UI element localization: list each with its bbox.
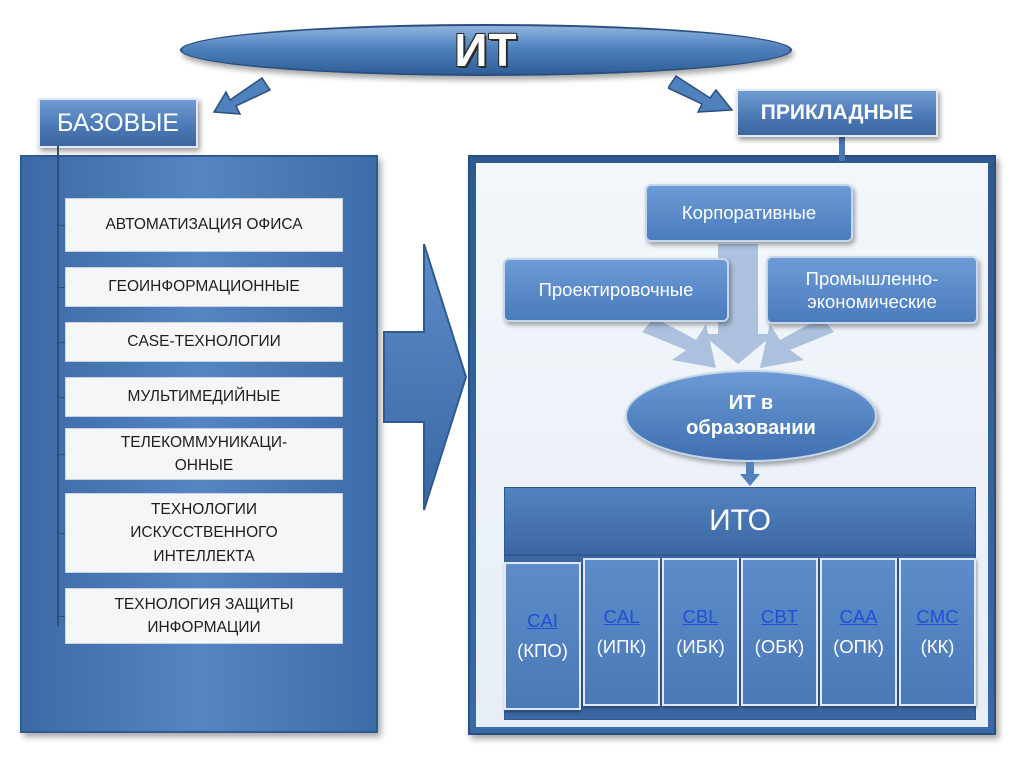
base-tick	[57, 397, 65, 398]
ito-cell-sub: (КК)	[920, 636, 955, 657]
diagram-title: ИТ	[454, 24, 518, 76]
ito-cell-sub: (ИПК)	[596, 636, 647, 657]
ito-cell[interactable]: CMC (КК)	[899, 558, 976, 706]
ito-cell[interactable]: CBT (ОБК)	[741, 558, 818, 706]
ito-cell-link[interactable]: CBT	[761, 606, 798, 628]
ito-base	[504, 555, 976, 720]
applied-connector	[839, 137, 845, 161]
base-tick	[57, 287, 65, 288]
ito-cell[interactable]: CAI (КПО)	[504, 562, 581, 710]
base-connector-line	[57, 146, 59, 626]
ito-cell-sub: (ОПК)	[833, 636, 884, 657]
base-tick	[57, 225, 65, 226]
ito-cell-sub: (ИБК)	[676, 636, 725, 657]
base-item: CASE-ТЕХНОЛОГИИ	[65, 322, 343, 362]
ito-bar: ИТО	[504, 487, 976, 555]
corporate-box: Корпоративные	[645, 184, 853, 242]
base-item: МУЛЬТИМЕДИЙНЫЕ	[65, 377, 343, 417]
ito-cell-link[interactable]: CAA	[839, 606, 878, 628]
base-tick	[57, 616, 65, 617]
base-item: АВТОМАТИЗАЦИЯ ОФИСА	[65, 198, 343, 252]
arrow-to-applied-icon	[668, 74, 734, 113]
ito-cell[interactable]: CAL (ИПК)	[583, 558, 660, 706]
ito-cell-sub: (ОБК)	[754, 636, 805, 657]
ito-cell[interactable]: CBL (ИБК)	[662, 558, 739, 706]
ito-cell-link[interactable]: CBL	[682, 606, 719, 628]
industrial-economic-box: Промышленно- экономические	[766, 256, 978, 324]
ito-cell-link[interactable]: CAI	[527, 610, 558, 632]
ito-cell-link[interactable]: CMC	[916, 606, 959, 628]
base-item: ТЕХНОЛОГИИ ИСКУССТВЕННОГО ИНТЕЛЛЕКТА	[65, 493, 343, 573]
ito-cell-link[interactable]: CAL	[603, 606, 640, 628]
base-tick	[57, 342, 65, 343]
base-item: ГЕОИНФОРМАЦИОННЫЕ	[65, 267, 343, 307]
arrow-to-base-icon	[212, 76, 272, 115]
it-education-ellipse: ИТ в образовании	[625, 370, 877, 462]
design-box: Проектировочные	[503, 258, 729, 322]
base-tick	[57, 454, 65, 455]
ito-cell-sub: (КПО)	[517, 640, 568, 661]
base-tick	[57, 533, 65, 534]
ito-cell[interactable]: CAA (ОПК)	[820, 558, 897, 706]
base-header: БАЗОВЫЕ	[38, 98, 198, 148]
big-right-arrow-icon	[383, 243, 468, 511]
base-item: ТЕХНОЛОГИЯ ЗАЩИТЫ ИНФОРМАЦИИ	[65, 588, 343, 644]
down-arrow-icon	[740, 462, 760, 486]
it-title-ellipse: ИТ	[180, 24, 792, 76]
base-item: ТЕЛЕКОММУНИКАЦИ- ОННЫЕ	[65, 428, 343, 480]
applied-header: ПРИКЛАДНЫЕ	[736, 89, 938, 137]
